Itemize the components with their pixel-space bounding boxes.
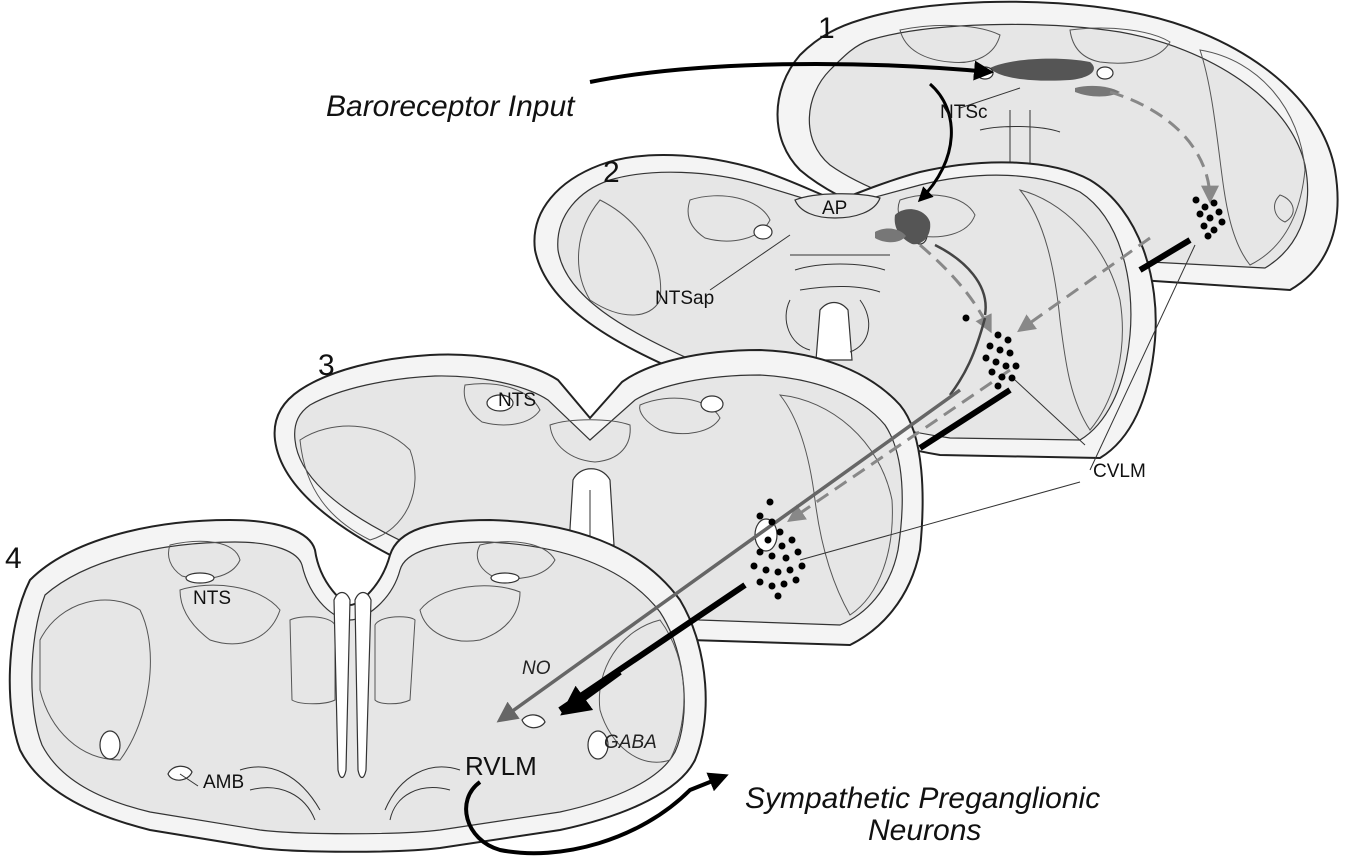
baroreceptor-input-label: Baroreceptor Input — [326, 90, 576, 123]
ap-label: AP — [822, 198, 847, 219]
gaba-label: GABA — [604, 732, 657, 753]
amb-label: AMB — [203, 772, 244, 793]
nts-label-section4: NTS — [193, 588, 231, 609]
ntsc-canal-right — [1097, 67, 1113, 79]
ntsap-label: NTSap — [655, 288, 714, 309]
section-number-3: 3 — [318, 349, 335, 382]
ntsc-label: NTSc — [940, 102, 988, 123]
output-label-line2: Neurons — [868, 814, 981, 847]
section-number-1: 1 — [818, 12, 835, 45]
output-label-line1: Sympathetic Preganglionic — [745, 782, 1100, 815]
rvlm-label: RVLM — [465, 751, 537, 781]
no-label: NO — [522, 658, 551, 679]
section-number-2: 2 — [603, 156, 620, 189]
cvlm-label: CVLM — [1093, 461, 1146, 482]
section-number-4: 4 — [5, 542, 22, 575]
nts-label-section3: NTS — [498, 390, 536, 411]
